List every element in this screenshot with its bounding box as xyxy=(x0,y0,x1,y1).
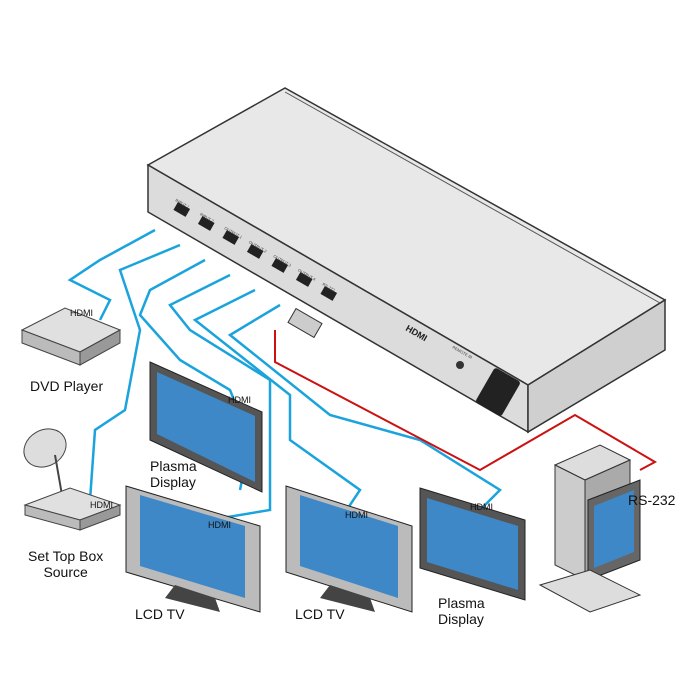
plasma-display-1-icon xyxy=(149,361,263,493)
rs232-cable xyxy=(274,330,658,472)
plasma1-hdmi-label: HDMI xyxy=(228,395,251,405)
plasma1-label: Plasma Display xyxy=(150,458,197,490)
pc-icon xyxy=(538,444,642,613)
lcd2-label: LCD TV xyxy=(295,606,345,622)
port-output-3 xyxy=(271,258,289,273)
ir-port xyxy=(456,361,464,369)
dvd-player-icon xyxy=(20,307,122,366)
cable-stb xyxy=(88,243,181,501)
stb-hdmi-label: HDMI xyxy=(90,500,113,510)
rs232-connector xyxy=(287,307,323,339)
satellite-dish-icon xyxy=(23,428,67,496)
port-label: RS-232 xyxy=(322,282,337,293)
lcd1-hdmi-label: HDMI xyxy=(208,520,231,530)
port-output-1 xyxy=(222,230,240,245)
port-output-4 xyxy=(295,272,313,287)
lcd-tv-2-icon xyxy=(285,485,413,613)
cable-dvd xyxy=(67,228,156,321)
plasma2-label: Plasma Display xyxy=(438,595,485,627)
cable-plasma2 xyxy=(227,303,502,511)
power-socket xyxy=(476,368,520,416)
port-input-1 xyxy=(173,202,191,217)
rs232-label: RS-232 xyxy=(628,492,676,508)
cable-lcd2 xyxy=(192,288,362,521)
plasma-display-2-icon xyxy=(419,487,526,601)
lcd2-hdmi-label: HDMI xyxy=(345,510,368,520)
stb-label: Set Top Box Source xyxy=(28,548,104,580)
port-output-2 xyxy=(246,244,264,259)
port-rs-232 xyxy=(320,286,338,301)
hdmi-cables xyxy=(67,228,502,522)
plasma2-hdmi-label: HDMI xyxy=(470,502,493,512)
set-top-box-icon xyxy=(23,487,122,531)
lcd1-label: LCD TV xyxy=(135,606,185,622)
dvd-hdmi-label: HDMI xyxy=(70,308,93,318)
port-input-2 xyxy=(197,216,215,231)
dvd-player-label: DVD Player xyxy=(30,378,104,394)
lcd-tv-1-icon xyxy=(125,485,261,613)
cable-lcd1 xyxy=(168,273,272,522)
